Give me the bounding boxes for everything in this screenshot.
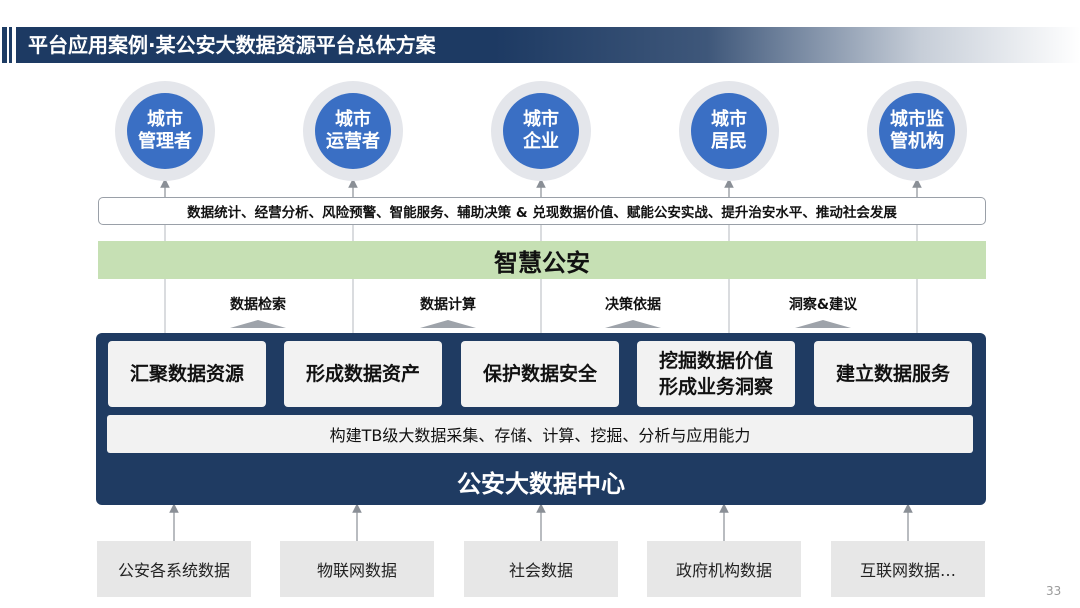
data-source-box: 互联网数据… xyxy=(831,541,985,597)
data-source-box: 公安各系统数据 xyxy=(97,541,251,597)
header-accent-bar xyxy=(2,27,7,63)
stakeholder-label: 城市 运营者 xyxy=(326,109,380,152)
up-arrow-icon xyxy=(230,320,286,328)
page-number: 33 xyxy=(1046,584,1062,598)
up-arrow-icon xyxy=(420,320,476,328)
function-box: 建立数据服务 xyxy=(814,341,972,407)
function-box: 挖掘数据价值 形成业务洞察 xyxy=(637,341,795,407)
stakeholder-circle: 城市 企业 xyxy=(491,81,591,181)
data-source-box: 物联网数据 xyxy=(280,541,434,597)
stakeholder-label: 城市 管理者 xyxy=(138,109,192,152)
function-box: 保护数据安全 xyxy=(461,341,619,407)
stakeholder-label: 城市 企业 xyxy=(523,109,559,152)
function-box: 形成数据资产 xyxy=(284,341,442,407)
stakeholder-label: 城市监 管机构 xyxy=(890,109,944,152)
data-source-box: 社会数据 xyxy=(464,541,618,597)
capability-label: 数据计算 xyxy=(420,297,476,313)
capability-label: 洞察&建议 xyxy=(788,297,858,313)
data-center-title: 公安大数据中心 xyxy=(457,469,625,498)
data-source-box: 政府机构数据 xyxy=(647,541,801,597)
stakeholder-circle: 城市 运营者 xyxy=(303,81,403,181)
capability-label: 数据检索 xyxy=(230,297,286,313)
stakeholder-circle: 城市监 管机构 xyxy=(867,81,967,181)
stakeholder-label: 城市 居民 xyxy=(711,109,747,152)
up-arrow-icon xyxy=(795,320,851,328)
function-box: 汇聚数据资源 xyxy=(108,341,266,407)
header-accent-bar xyxy=(9,27,12,63)
stakeholder-circle: 城市 居民 xyxy=(679,81,779,181)
capability-label: 决策依据 xyxy=(605,297,661,313)
capability-bar: 构建TB级大数据采集、存储、计算、挖掘、分析与应用能力 xyxy=(107,415,973,453)
stakeholder-circle: 城市 管理者 xyxy=(115,81,215,181)
value-statement: 数据统计、经营分析、风险预警、智能服务、辅助决策 & 兑现数据价值、赋能公安实战… xyxy=(98,197,986,225)
up-arrow-icon xyxy=(605,320,661,328)
header-banner xyxy=(16,27,1080,63)
page-title: 平台应用案例·某公安大数据资源平台总体方案 xyxy=(28,33,436,57)
smart-police-band: 智慧公安 xyxy=(98,241,986,279)
